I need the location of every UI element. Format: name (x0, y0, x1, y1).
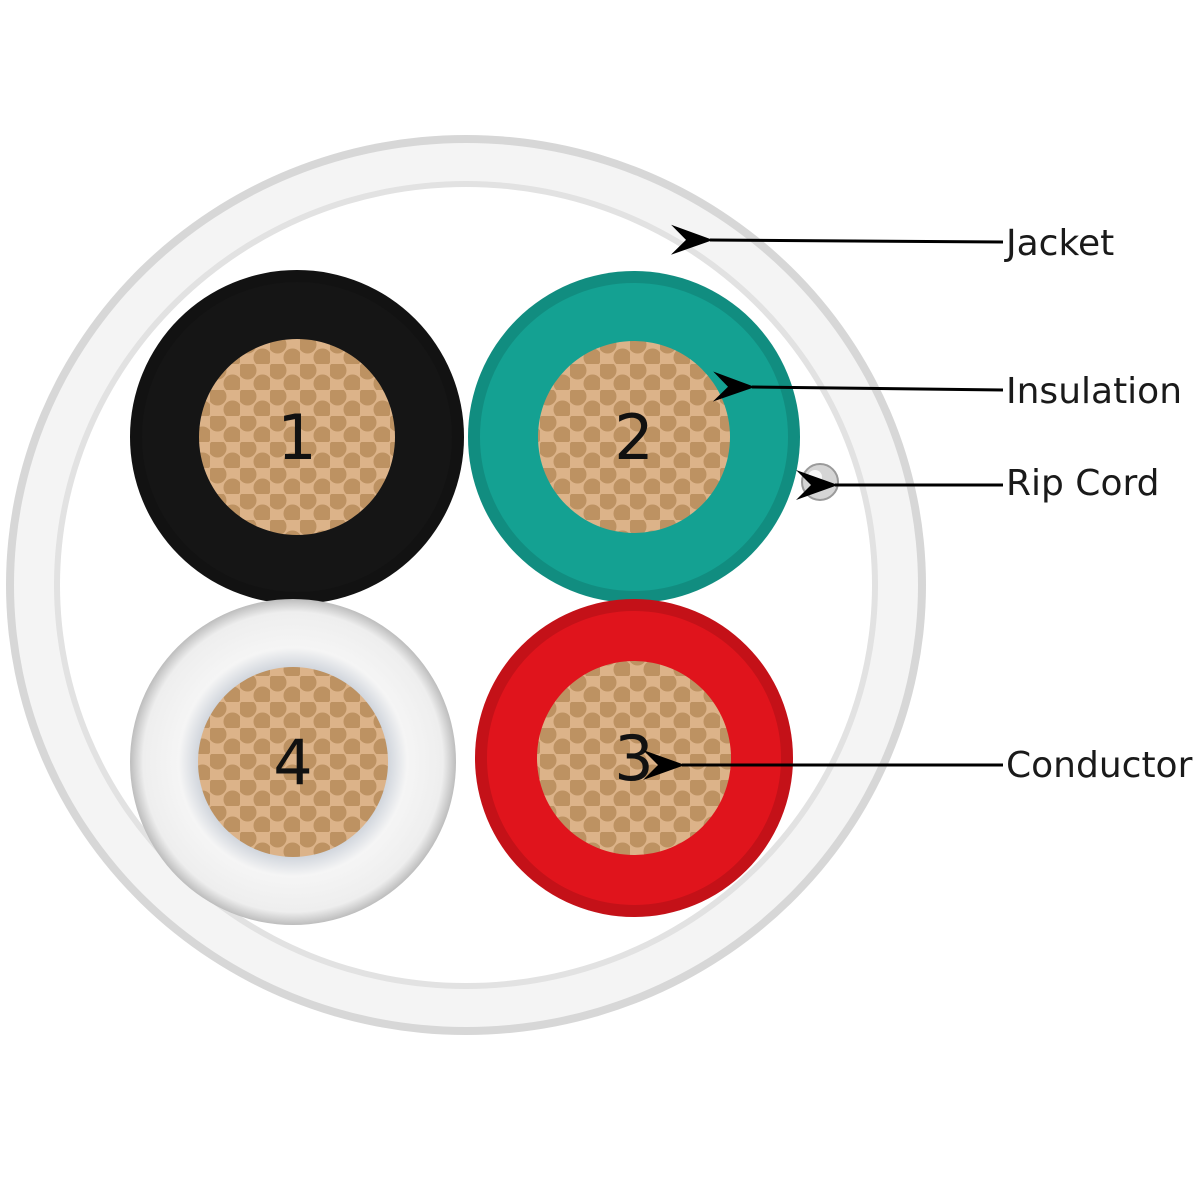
wire-number-2: 2 (614, 401, 653, 474)
jacket-arrow (670, 224, 1004, 255)
rip-cord-label: Rip Cord (1006, 463, 1160, 504)
wire-3: 3 (475, 599, 793, 917)
wire-number-1: 1 (277, 401, 316, 474)
conductor-1 (199, 339, 395, 535)
jacket (6, 135, 926, 1035)
wire-number-3: 3 (614, 722, 653, 795)
insulation-label: Insulation (1006, 371, 1182, 412)
conductor-3 (537, 661, 731, 855)
rip-cord (801, 463, 839, 501)
callouts: Jacket Insulation Rip Cord Conductor (643, 223, 1193, 786)
conductor-label: Conductor (1006, 745, 1193, 786)
conductor-4 (198, 667, 388, 857)
insulation-arrow (712, 371, 1004, 402)
conductor-2 (538, 341, 730, 533)
jacket-label: Jacket (1004, 223, 1114, 264)
wire-number-4: 4 (273, 726, 312, 799)
wire-2: 2 (468, 271, 800, 603)
wire-1: 1 (130, 270, 464, 604)
wire-4: 4 (130, 599, 456, 925)
